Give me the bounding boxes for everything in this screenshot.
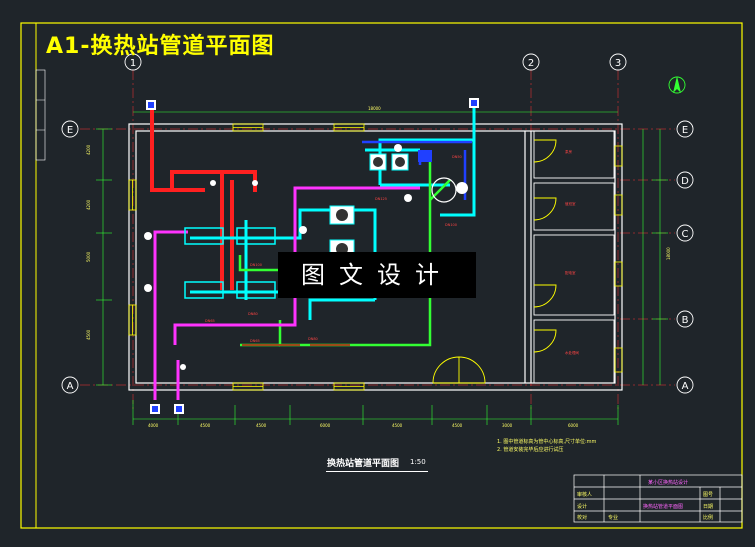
svg-text:DN100: DN100 xyxy=(445,223,457,227)
pipe-end-tags xyxy=(146,98,479,414)
title-block-label-discipline: 专业 xyxy=(608,515,619,521)
svg-text:DN65: DN65 xyxy=(205,319,215,323)
plan-scale: 1:50 xyxy=(410,458,426,466)
watermark-banner: 图文设计 xyxy=(278,252,476,298)
svg-text:5000: 5000 xyxy=(86,251,91,262)
axis-label-E-left: E xyxy=(67,125,73,136)
svg-text:4500: 4500 xyxy=(452,423,463,428)
pumps xyxy=(329,150,468,259)
title-block-label-checker: 校对 xyxy=(577,515,588,521)
note-2: 2. 管道安装完毕后应进行试压 xyxy=(497,447,564,453)
title-block-drawing: 换热站管道平面图 xyxy=(643,504,684,510)
windows xyxy=(128,123,623,391)
svg-text:4200: 4200 xyxy=(86,199,91,210)
title-block-project: 某小区换热站设计 xyxy=(648,480,689,486)
axis-label-3: 3 xyxy=(615,58,621,69)
svg-text:18000: 18000 xyxy=(368,106,381,111)
binding-stamp xyxy=(35,69,46,161)
svg-text:DN50: DN50 xyxy=(452,155,462,159)
dimension-lines xyxy=(96,111,668,425)
title-block-label-scale: 比例 xyxy=(703,515,714,521)
title-block-label-date: 日期 xyxy=(703,504,714,510)
svg-text:DN65: DN65 xyxy=(250,339,260,343)
svg-text:值班室: 值班室 xyxy=(565,201,576,206)
svg-text:DN80: DN80 xyxy=(308,337,318,341)
svg-text:4500: 4500 xyxy=(200,423,211,428)
axis-bubbles xyxy=(61,53,694,394)
svg-text:水处理间: 水处理间 xyxy=(565,350,579,355)
title-block xyxy=(573,474,743,523)
title-block-label-reviewer: 审核人 xyxy=(577,492,593,498)
sheet-border xyxy=(20,22,743,529)
svg-text:4500: 4500 xyxy=(256,423,267,428)
svg-text:泵房: 泵房 xyxy=(565,149,573,154)
svg-text:18000: 18000 xyxy=(666,247,671,260)
svg-text:DN100: DN100 xyxy=(250,263,262,267)
svg-text:DN125: DN125 xyxy=(375,197,387,201)
sheet-title: A1-换热站管道平面图 xyxy=(46,34,275,59)
note-1: 1. 图中管道标高为管中心标高,尺寸单位:mm xyxy=(497,439,597,445)
axis-label-A-left: A xyxy=(67,381,74,392)
pipe-annotations: DN100 DN80 DN65 DN125 DN100 DN50 DN80 DN… xyxy=(205,149,579,355)
svg-text:6000: 6000 xyxy=(320,423,331,428)
axis-label-B-right: B xyxy=(682,315,689,326)
north-arrow-icon xyxy=(668,76,686,94)
side-rooms xyxy=(533,130,615,384)
valves xyxy=(144,144,412,370)
building-walls xyxy=(128,123,623,391)
svg-text:4500: 4500 xyxy=(392,423,403,428)
axis-labels: 1 2 3 E A E D C B A xyxy=(67,58,690,392)
svg-text:4000: 4000 xyxy=(148,423,159,428)
doors xyxy=(432,139,557,384)
axis-label-C-right: C xyxy=(682,229,689,240)
heat-exchangers xyxy=(184,227,276,299)
axis-label-D-right: D xyxy=(681,176,689,187)
title-block-label-number: 图号 xyxy=(703,492,714,498)
drain-pipes xyxy=(153,186,420,400)
svg-text:4200: 4200 xyxy=(86,144,91,155)
svg-text:3000: 3000 xyxy=(502,423,513,428)
title-block-label-designer: 设计 xyxy=(577,504,588,510)
axis-label-E-right: E xyxy=(682,125,688,136)
svg-text:4500: 4500 xyxy=(86,329,91,340)
axis-label-A-right: A xyxy=(682,381,689,392)
plan-title: 换热站管道平面图 xyxy=(327,459,400,469)
plan-title-underline xyxy=(326,471,428,472)
svg-text:配电室: 配电室 xyxy=(565,270,576,275)
svg-text:6000: 6000 xyxy=(568,423,579,428)
svg-text:DN80: DN80 xyxy=(248,312,258,316)
axis-label-1: 1 xyxy=(130,58,136,69)
axis-label-2: 2 xyxy=(528,58,534,69)
